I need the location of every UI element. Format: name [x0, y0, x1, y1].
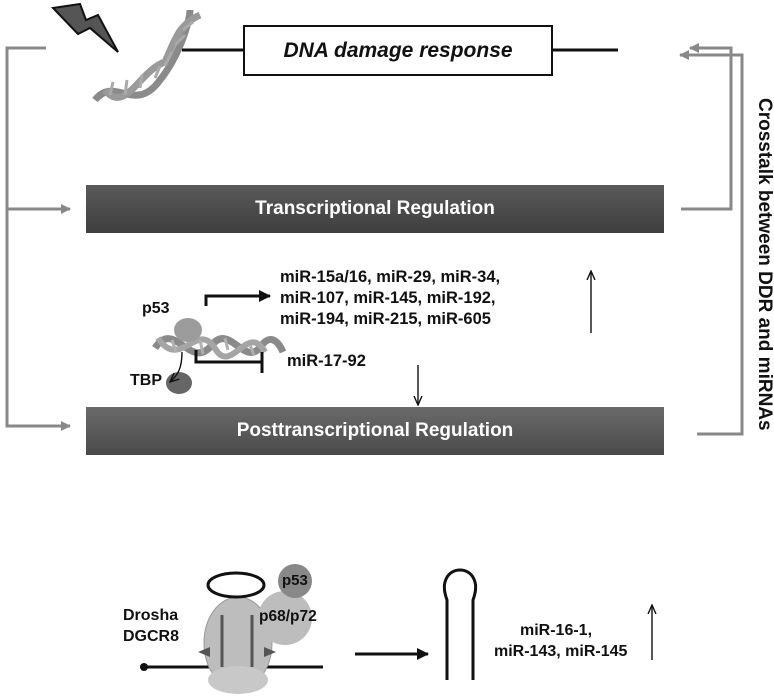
p68-p72-label: p68/p72	[259, 608, 317, 625]
tbp-displacement-arrow	[170, 351, 183, 382]
p53-post-label: p53	[282, 572, 308, 589]
transcriptional-regulation-bar: Transcriptional Regulation	[86, 185, 664, 233]
p53-label: p53	[142, 300, 170, 317]
mirna-line: miR-194, miR-215, miR-605	[280, 310, 491, 328]
post-mirna-line: miR-143, miR-145	[494, 643, 628, 660]
dna-damage-response-label: DNA damage response	[283, 38, 513, 62]
tbp-label: TBP	[130, 372, 162, 389]
upregulated-mirna-list: miR-15a/16, miR-29, miR-34, miR-107, miR…	[280, 268, 580, 334]
repression-bar	[194, 350, 264, 373]
mirna-line: miR-107, miR-145, miR-192,	[280, 289, 496, 307]
posttranscriptional-regulation-bar: Posttranscriptional Regulation	[86, 407, 664, 455]
mirna-line: miR-15a/16, miR-29, miR-34,	[280, 268, 501, 286]
promoter-dna-helix-icon	[152, 335, 287, 360]
p53-protein-icon	[174, 318, 202, 342]
post-mirna-line: miR-16-1,	[520, 622, 593, 639]
posttranscriptional-regulation-label: Posttranscriptional Regulation	[236, 420, 514, 441]
dgcr8-label: DGCR8	[123, 628, 180, 645]
p68-protein-icon	[258, 591, 312, 645]
dna-damage-response-box: DNA damage response	[243, 25, 553, 76]
left-bracket-connector	[5, 46, 71, 431]
microprocessor-complex-icon	[140, 571, 323, 694]
downregulated-mirna-label: miR-17-92	[287, 352, 366, 370]
lightning-bolt-icon	[50, 2, 119, 53]
pre-mirna-hairpin-icon	[443, 568, 477, 680]
dna-helix-icon	[92, 9, 202, 103]
tbp-protein-icon	[166, 372, 192, 394]
activation-arrow	[204, 290, 271, 306]
p53-post-protein-icon	[278, 564, 312, 598]
crosstalk-label: Crosstalk between DDR and miRNAs	[754, 98, 774, 431]
drosha-label: Drosha	[123, 607, 179, 624]
transcriptional-regulation-label: Transcriptional Regulation	[255, 198, 495, 219]
right-crosstalk-connector	[679, 43, 744, 436]
